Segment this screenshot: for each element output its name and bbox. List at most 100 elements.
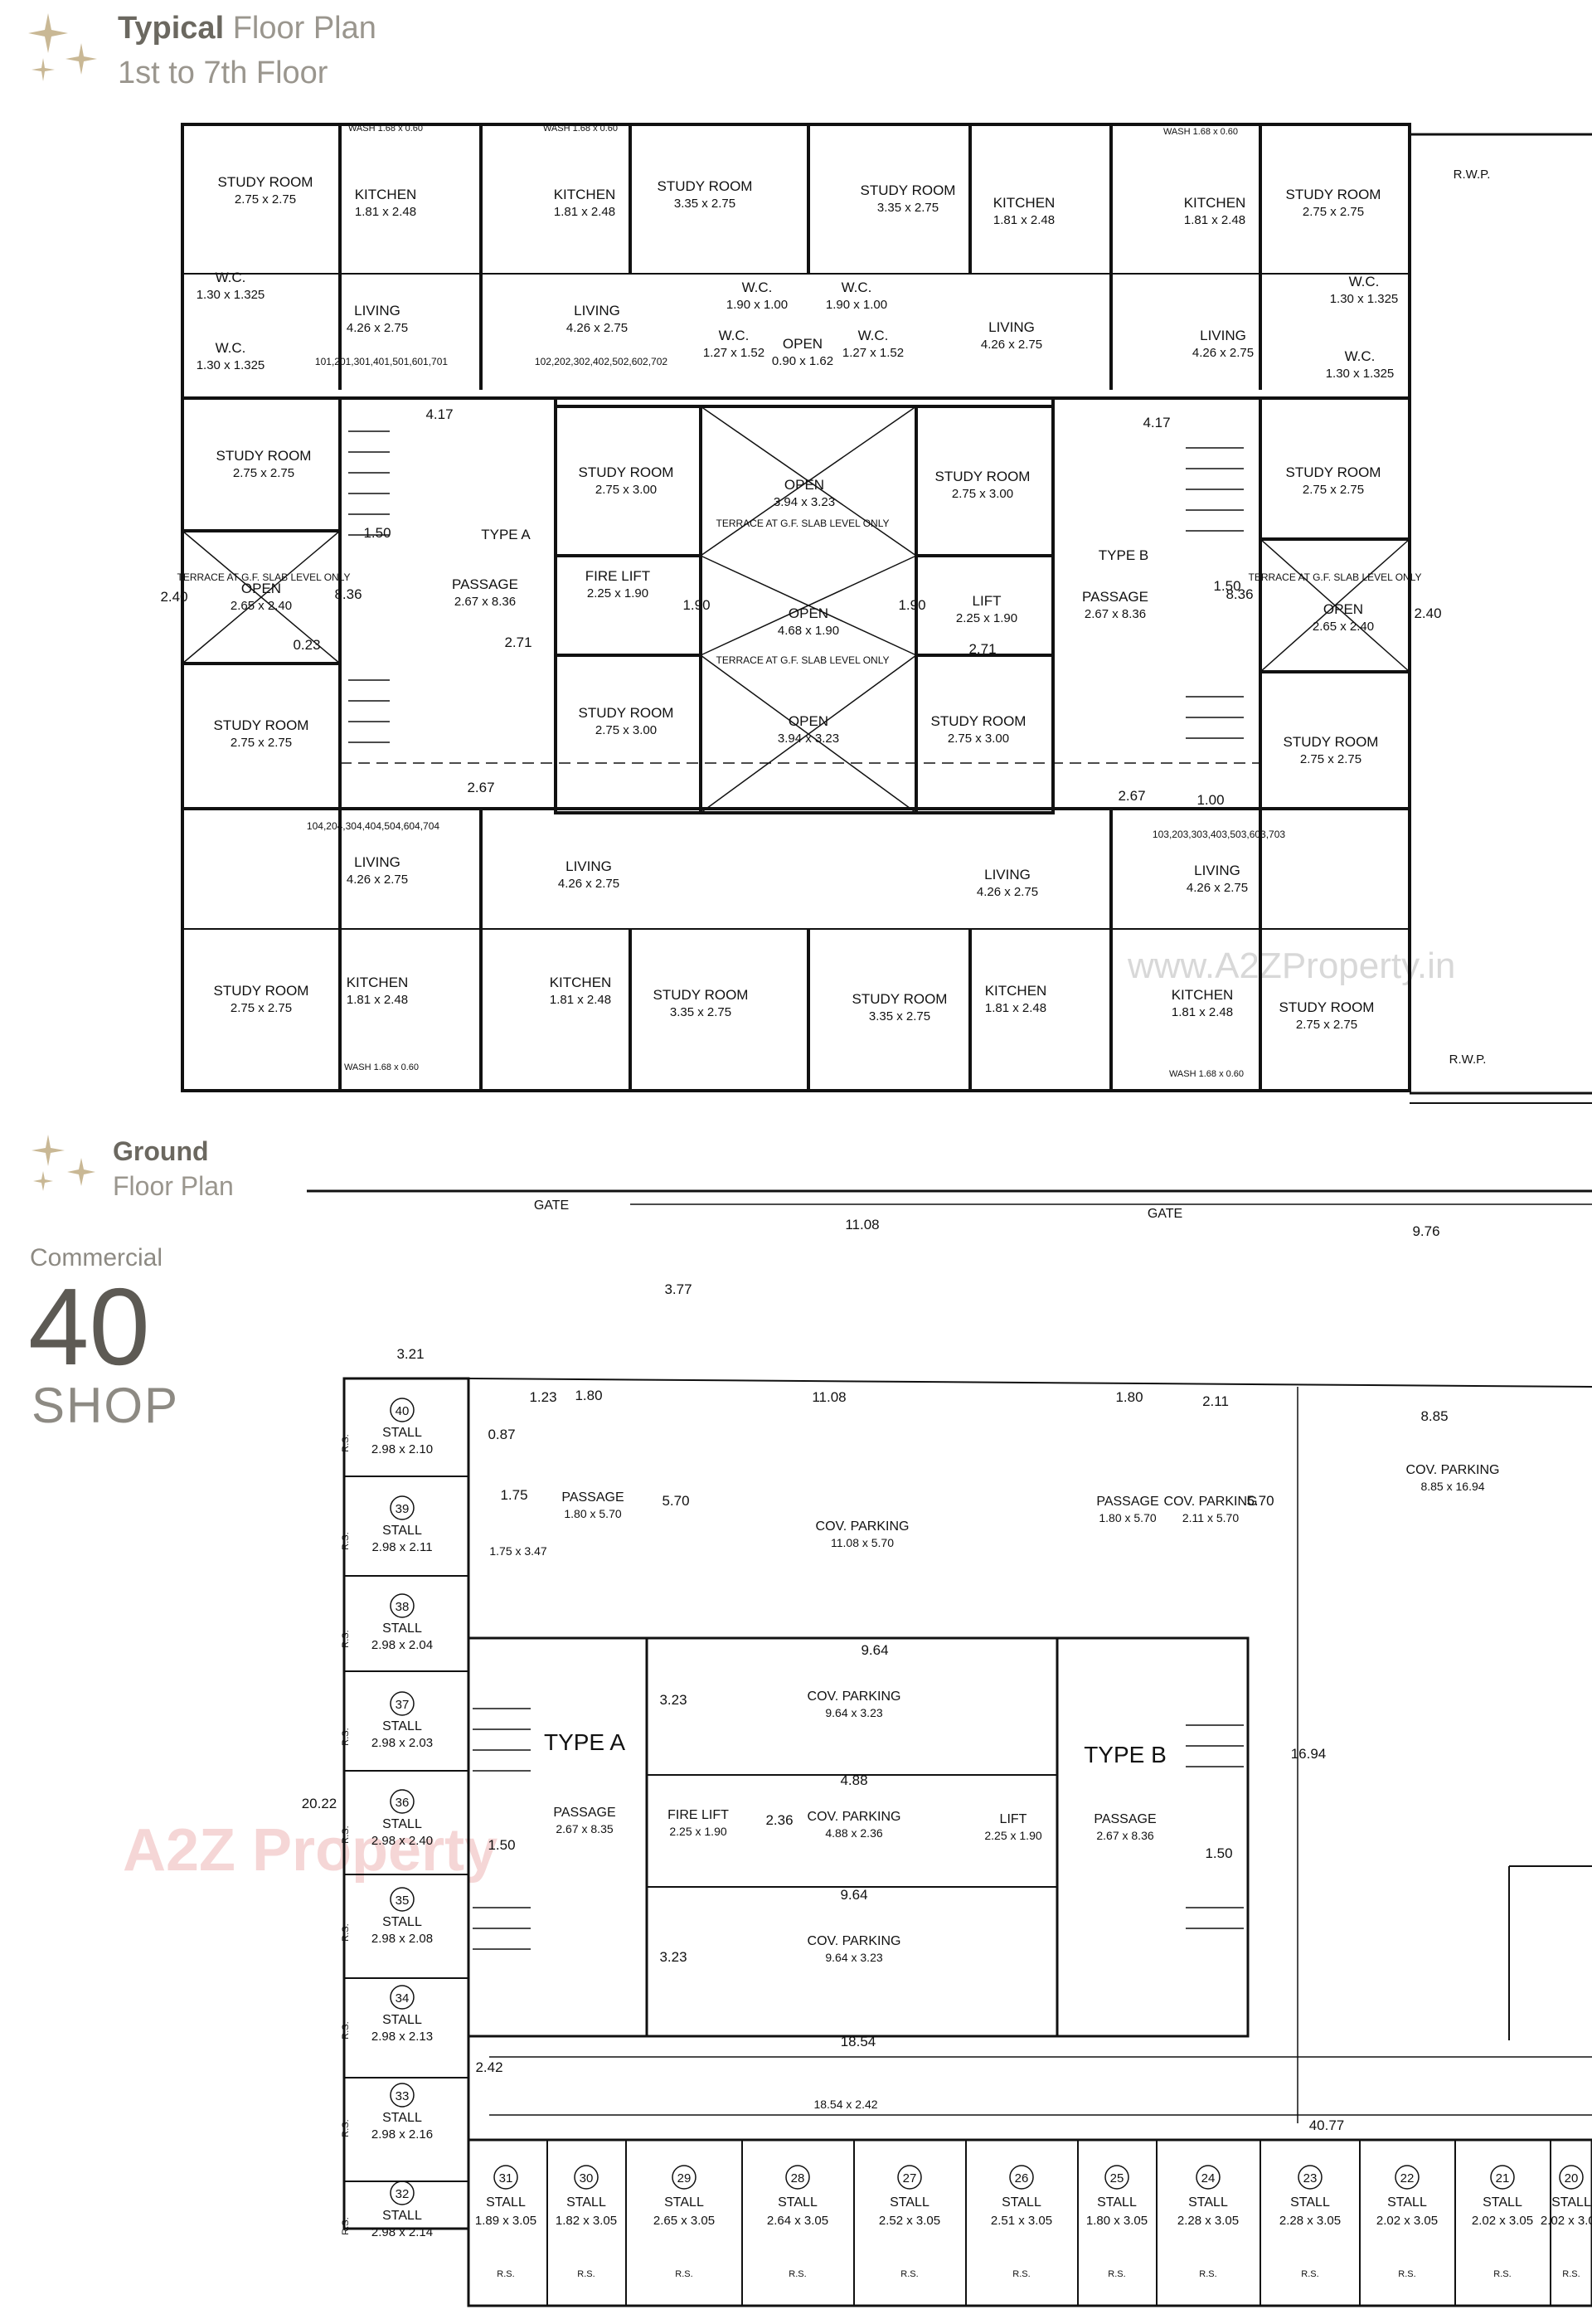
room-dimension: 2.75 x 2.75: [231, 736, 292, 750]
rs-label: R.S.: [341, 2021, 351, 2039]
space-dimension: 8.85 x 16.94: [1420, 1480, 1484, 1493]
room-dimension: 1.27 x 1.52: [842, 346, 904, 360]
flat-number-box: 103,203,303,403,503,603,703: [1153, 829, 1285, 840]
dimension-value: 18.54: [841, 2034, 876, 2049]
dimension-value: 2.36: [765, 1812, 793, 1828]
rs-label: R.S.: [1012, 2269, 1030, 2279]
room-name: LIVING: [354, 854, 400, 870]
stall-number: 20: [1565, 2171, 1579, 2185]
stall-number-circle: [1196, 2165, 1221, 2190]
room-name: STUDY ROOM: [218, 174, 313, 190]
space-dimension: 2.11 x 5.70: [1182, 1511, 1239, 1524]
stall-number: 40: [396, 1404, 410, 1418]
rs-label: R.S.: [341, 2119, 351, 2137]
stall-number-circle: [1395, 2165, 1420, 2190]
room-dimension: 1.90 x 1.00: [726, 298, 788, 312]
stall-word: STALL: [778, 2195, 818, 2210]
ground-stairs: [473, 1708, 1244, 1950]
space-name: FIRE LIFT: [667, 1808, 729, 1822]
room-name: PASSAGE: [452, 576, 518, 592]
room-name: STUDY ROOM: [1284, 734, 1379, 750]
dimension-value: 8.85: [1420, 1408, 1448, 1424]
room-name: STUDY ROOM: [579, 705, 674, 721]
room-name: TYPE B: [1099, 547, 1148, 563]
stall-dimension: 2.64 x 3.05: [767, 2214, 828, 2228]
stall-dimension: 2.98 x 2.40: [371, 1834, 433, 1848]
rs-label: R.S.: [341, 1728, 351, 1745]
stall-number: 31: [499, 2171, 513, 2185]
rs-label: R.S.: [577, 2269, 595, 2279]
room-dimension: 3.35 x 2.75: [869, 1009, 930, 1023]
shop-count: 40: [28, 1266, 150, 1388]
room-name: PASSAGE: [1082, 589, 1148, 605]
dimension-value: 1.80: [1115, 1389, 1143, 1405]
watermark-bottom: A2Z Property: [123, 1817, 498, 1884]
typical-floor-range: 1st to 7th Floor: [118, 56, 328, 90]
wash-note: WASH 1.68 x 0.60: [1163, 127, 1238, 137]
stall-number-circle: [1009, 2165, 1034, 2190]
terrace-note: TERRACE AT G.F. SLAB LEVEL ONLY: [716, 654, 890, 666]
dimension-value: 9.64: [861, 1642, 888, 1658]
space-name: COV. PARKING: [808, 1810, 901, 1824]
ground-walls: [307, 1189, 1592, 2307]
room-dimension: 1.27 x 1.52: [703, 346, 764, 360]
room-name: LIVING: [984, 867, 1031, 882]
dimension-value: 2.71: [968, 641, 996, 657]
room-dimension: 1.81 x 2.48: [347, 993, 408, 1007]
dimension-value: 2.67: [1118, 788, 1145, 804]
stall-number: 32: [396, 2187, 410, 2201]
stall-number: 34: [396, 1991, 410, 2006]
space-dimension: 4.88 x 2.36: [825, 1826, 882, 1840]
room-name: KITCHEN: [347, 975, 409, 990]
rs-label: R.S.: [789, 2269, 806, 2279]
room-dimension: 2.25 x 1.90: [587, 586, 648, 600]
space-dimension: 2.25 x 1.90: [669, 1825, 726, 1838]
stall-number: 21: [1496, 2171, 1510, 2185]
stall-word: STALL: [1551, 2195, 1591, 2210]
stall-number-circle: [390, 1887, 415, 1912]
stall-number-circle: [785, 2165, 810, 2190]
rs-label: R.S.: [1562, 2269, 1580, 2279]
gate-label: GATE: [534, 1198, 569, 1213]
stall-number-circle: [493, 2165, 518, 2190]
room-name: OPEN: [1323, 601, 1363, 617]
stall-word: STALL: [1290, 2195, 1330, 2210]
dimension-value: 9.64: [840, 1887, 867, 1903]
stall-dimension: 2.51 x 3.05: [991, 2214, 1052, 2228]
room-name: STUDY ROOM: [1286, 187, 1381, 202]
typical-walls: [181, 123, 1592, 1104]
stall-number: 30: [580, 2171, 594, 2185]
stall-word: STALL: [1188, 2195, 1228, 2210]
room-dimension: 4.26 x 2.75: [981, 338, 1042, 352]
stall-number-circle: [390, 2181, 415, 2205]
stall-dimension: 2.28 x 3.05: [1279, 2214, 1341, 2228]
dimension-value: 2.71: [504, 634, 531, 650]
room-name: LIVING: [354, 303, 400, 318]
room-name: OPEN: [241, 581, 281, 596]
commercial-label: Commercial: [30, 1244, 163, 1271]
rs-label: R.S.: [675, 2269, 692, 2279]
rs-label: R.S.: [341, 1434, 351, 1451]
space-dimension: 1.75 x 3.47: [489, 1544, 546, 1558]
stall-number-circle: [390, 1691, 415, 1716]
stall-dimension: 1.80 x 3.05: [1086, 2214, 1148, 2228]
room-name: LIVING: [565, 858, 612, 874]
room-dimension: 1.81 x 2.48: [1172, 1005, 1233, 1019]
dimension-value: 5.70: [1246, 1493, 1274, 1509]
terrace-note: TERRACE AT G.F. SLAB LEVEL ONLY: [1249, 571, 1422, 583]
rs-label: R.S.: [341, 1630, 351, 1647]
wash-note: WASH 1.68 x 0.60: [348, 124, 423, 134]
stall-word: STALL: [1387, 2195, 1427, 2210]
dimension-value: 2.11: [1202, 1393, 1229, 1409]
stall-word: STALL: [566, 2195, 606, 2210]
room-name: LIVING: [1194, 863, 1240, 878]
stall-word: STALL: [890, 2195, 929, 2210]
room-name: STUDY ROOM: [653, 987, 749, 1003]
space-name: COV. PARKING: [1406, 1463, 1500, 1477]
stall-number-circle: [1559, 2165, 1584, 2190]
dimension-value: 0.23: [293, 637, 320, 653]
room-name: STUDY ROOM: [861, 182, 956, 198]
room-name: LIVING: [574, 303, 620, 318]
room-dimension: 2.75 x 3.00: [595, 483, 657, 497]
room-name: KITCHEN: [1172, 987, 1234, 1003]
